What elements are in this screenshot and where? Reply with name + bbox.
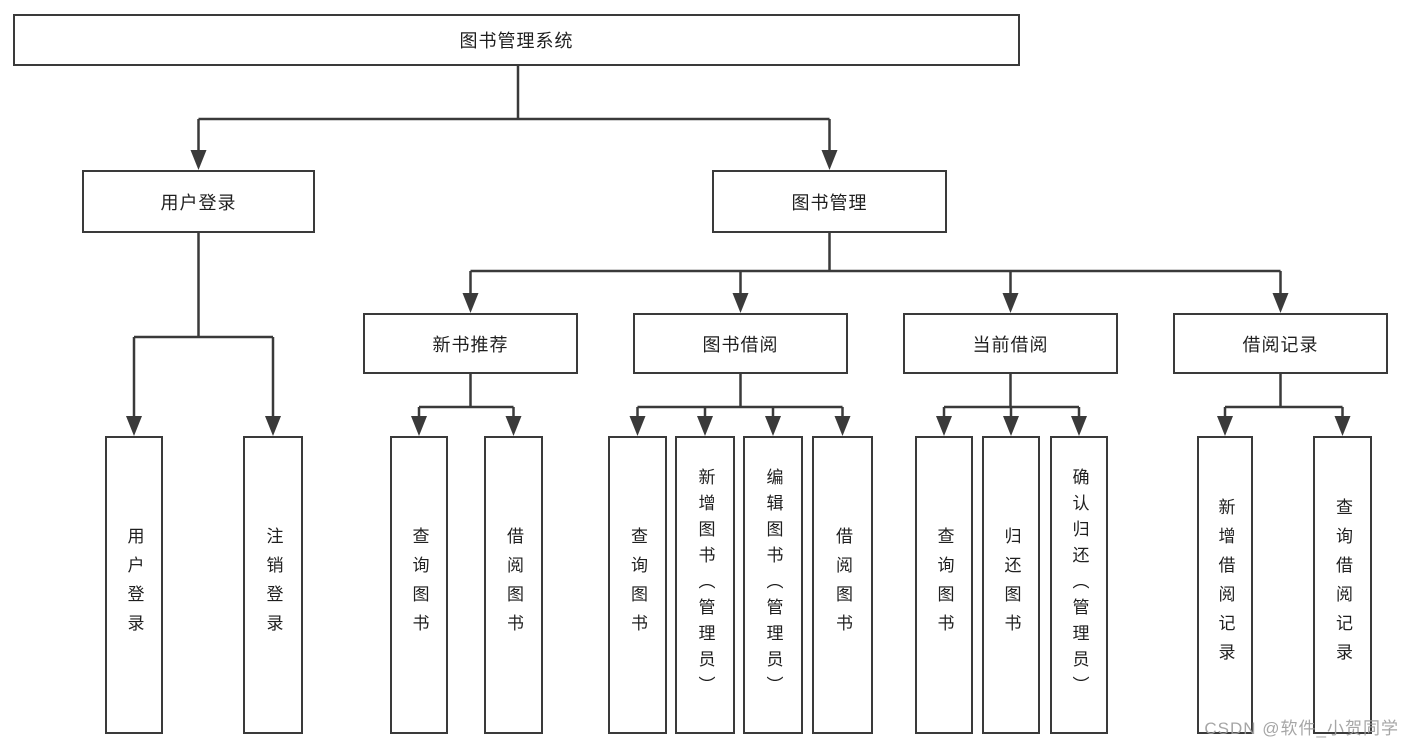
leaf-records-query-record: 查询借阅记录 (1313, 436, 1372, 734)
arrow-icon (765, 416, 781, 436)
leaf-borrow-query-book: 查询图书 (608, 436, 667, 734)
connector-newbookrec-to-leaves (417, 374, 515, 430)
connector-bookmgmt-to-level3 (469, 233, 1282, 307)
leaf-current-return-book: 归还图书 (982, 436, 1040, 734)
node-current-borrow: 当前借阅 (903, 313, 1118, 374)
arrow-icon (1002, 293, 1019, 313)
leaf-borrow-borrow-book: 借阅图书 (812, 436, 873, 734)
csdn-watermark: CSDN @软件_小贺同学 (1204, 719, 1399, 738)
arrow-icon (1334, 416, 1351, 436)
arrow-icon (462, 293, 479, 313)
connector-currentborrow-to-leaves (942, 374, 1081, 430)
leaf-recommend-query-book: 查询图书 (390, 436, 448, 734)
node-user-login: 用户登录 (82, 170, 315, 233)
leaf-recommend-borrow-book: 借阅图书 (484, 436, 543, 734)
node-borrow-records: 借阅记录 (1173, 313, 1388, 374)
node-root: 图书管理系统 (13, 14, 1020, 66)
leaf-logout: 注销登录 (243, 436, 303, 734)
arrow-icon (411, 416, 427, 436)
leaf-borrow-add-book-admin: 新增图书（管理员） (675, 436, 735, 734)
node-book-management: 图书管理 (712, 170, 947, 233)
arrow-icon (697, 416, 713, 436)
leaf-current-query-book: 查询图书 (915, 436, 973, 734)
arrow-icon (629, 416, 646, 436)
leaf-user-login: 用户登录 (105, 436, 163, 734)
connector-borrowrecord-to-leaves (1223, 374, 1344, 430)
arrow-icon (1071, 416, 1087, 436)
arrow-icon (936, 416, 952, 436)
node-book-borrow: 图书借阅 (633, 313, 848, 374)
leaf-records-add-record: 新增借阅记录 (1197, 436, 1253, 734)
arrow-icon (126, 416, 142, 436)
arrow-icon (1003, 416, 1019, 436)
arrow-icon (1217, 416, 1233, 436)
leaf-current-confirm-return-admin: 确认归还（管理员） (1050, 436, 1108, 734)
arrow-icon (1272, 293, 1289, 313)
arrow-icon (190, 150, 207, 170)
connector-bookborrow-to-leaves (636, 374, 844, 430)
arrow-icon (821, 150, 838, 170)
arrow-icon (505, 416, 522, 436)
connector-userlogin-to-leaves (132, 233, 275, 430)
leaf-borrow-edit-book-admin: 编辑图书（管理员） (743, 436, 803, 734)
arrow-icon (265, 416, 281, 436)
connector-root-to-level2 (197, 66, 831, 164)
node-new-book-recommend: 新书推荐 (363, 313, 578, 374)
arrow-icon (732, 293, 749, 313)
arrow-icon (834, 416, 851, 436)
